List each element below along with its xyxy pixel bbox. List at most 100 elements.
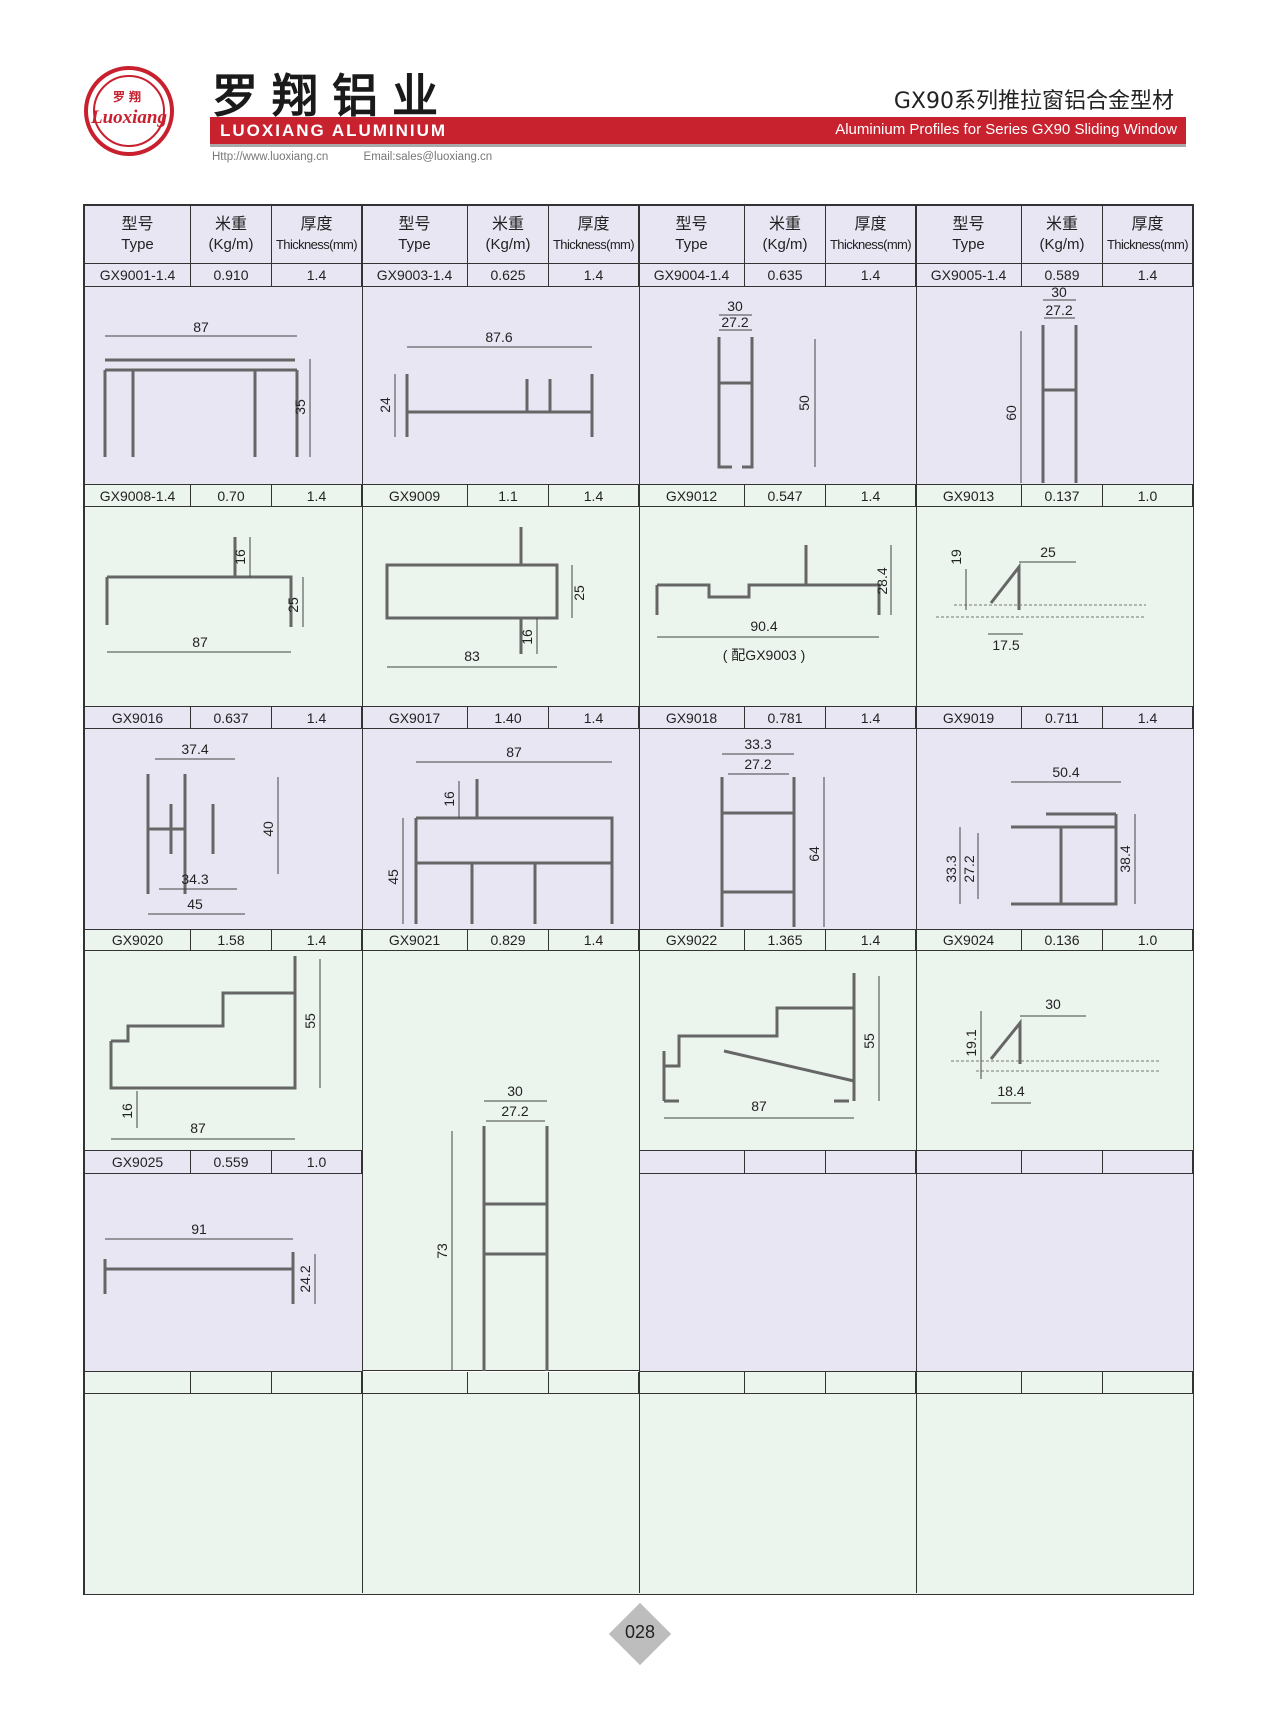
svg-text:30: 30 [1051, 287, 1067, 300]
svg-text:27.2: 27.2 [744, 756, 771, 772]
profile-thickness [1103, 1151, 1193, 1174]
profile-type [639, 1151, 745, 1174]
column-header: 厚度 Thickness(mm) [549, 206, 639, 264]
column-header: 米重 (Kg/m) [1022, 206, 1103, 264]
svg-text:64: 64 [806, 846, 822, 862]
column-header-cn: 型号 [398, 214, 431, 233]
svg-text:24.2: 24.2 [297, 1265, 313, 1292]
svg-text:37.4: 37.4 [181, 741, 208, 757]
svg-text:90.4: 90.4 [750, 618, 777, 634]
svg-text:19.1: 19.1 [963, 1029, 979, 1056]
svg-text:87: 87 [192, 634, 208, 650]
column-header: 厚度 Thickness(mm) [826, 206, 916, 264]
column-header: 型号 Type [916, 206, 1022, 264]
profile-type: GX9003-1.4 [362, 264, 468, 287]
column-header: 米重 (Kg/m) [745, 206, 826, 264]
website-link[interactable]: Http://www.luoxiang.cn [212, 151, 329, 163]
profile-type: GX9004-1.4 [639, 264, 745, 287]
profile-weight: 0.625 [468, 264, 549, 287]
column-header-en: Type [952, 236, 985, 253]
column-header-cn: 型号 [952, 214, 985, 233]
profile-thickness: 1.4 [1103, 707, 1193, 729]
column-header: 厚度 Thickness(mm) [272, 206, 362, 264]
column-header-en: (Kg/m) [208, 236, 254, 253]
svg-text:30: 30 [1045, 996, 1061, 1012]
column-header-en: Type [675, 236, 708, 253]
profile-thickness: 1.0 [1103, 930, 1193, 951]
svg-text:27.2: 27.2 [1045, 302, 1072, 318]
svg-text:35: 35 [292, 399, 308, 415]
svg-text:38.4: 38.4 [1117, 845, 1133, 872]
profile-type: GX9020 [85, 930, 191, 951]
profile-drawing [916, 1174, 1193, 1372]
profile-drawing [916, 1394, 1193, 1594]
brand-name-en: LUOXIANG ALUMINIUM [220, 121, 448, 140]
profile-drawing [639, 1174, 916, 1372]
contact-info: Http://www.luoxiang.cn Email:sales@luoxi… [212, 151, 524, 163]
column-header-cn: 厚度 [577, 214, 610, 233]
svg-text:16: 16 [519, 629, 535, 645]
profile-section-icon: 33.327.264 [720, 736, 825, 927]
profile-weight [191, 1372, 272, 1394]
profile-thickness: 1.4 [826, 930, 916, 951]
profile-weight: 0.136 [1022, 930, 1103, 951]
profile-thickness: 1.4 [826, 264, 916, 287]
profile-weight [745, 1151, 826, 1174]
column-header-cn: 厚度 [854, 214, 887, 233]
profile-type: GX9013 [916, 485, 1022, 507]
svg-text:19: 19 [948, 549, 964, 565]
svg-text:27.2: 27.2 [501, 1103, 528, 1119]
profile-weight: 0.70 [191, 485, 272, 507]
profile-weight: 0.910 [191, 264, 272, 287]
column-header-en: Thickness(mm) [275, 237, 358, 252]
profile-thickness: 1.4 [549, 707, 639, 729]
email-link[interactable]: Email:sales@luoxiang.cn [363, 151, 493, 163]
profile-type [916, 1151, 1022, 1174]
profile-thickness: 1.4 [272, 485, 362, 507]
profile-type: GX9009 [362, 485, 468, 507]
profile-type [639, 1372, 745, 1394]
header-red-bar [210, 117, 1186, 144]
column-header-cn: 米重 [1045, 214, 1078, 233]
svg-text:33.3: 33.3 [943, 855, 959, 882]
svg-text:55: 55 [302, 1013, 318, 1029]
profile-weight: 0.637 [191, 707, 272, 729]
svg-text:18.4: 18.4 [997, 1083, 1024, 1099]
profile-type: GX9017 [362, 707, 468, 729]
svg-text:27.2: 27.2 [961, 855, 977, 882]
profile-drawing [362, 1394, 639, 1594]
svg-text:50: 50 [796, 395, 812, 411]
profile-table: 型号 Type 米重 (Kg/m) 厚度 Thickness(mm) 型号 Ty… [83, 204, 1194, 1595]
svg-text:55: 55 [861, 1033, 877, 1049]
brand-name-cn: 罗翔铝业 [212, 69, 452, 123]
column-header: 厚度 Thickness(mm) [1103, 206, 1193, 264]
svg-text:25: 25 [285, 597, 301, 613]
svg-text:27.2: 27.2 [721, 314, 748, 330]
profile-thickness: 1.4 [826, 485, 916, 507]
column-divider [639, 206, 640, 1593]
profile-type: GX9025 [85, 1151, 191, 1174]
profile-thickness: 1.4 [549, 264, 639, 287]
profile-thickness: 1.4 [549, 485, 639, 507]
profile-type [362, 1372, 468, 1394]
profile-thickness: 1.4 [1103, 264, 1193, 287]
svg-text:60: 60 [1003, 405, 1019, 421]
column-divider [916, 206, 917, 1593]
svg-text:45: 45 [385, 869, 401, 885]
column-header: 型号 Type [85, 206, 191, 264]
profile-section-icon: 90.428.4 ( 配GX9003 ) [655, 545, 892, 663]
profile-drawing [639, 1394, 916, 1594]
column-header-en: (Kg/m) [1039, 236, 1085, 253]
